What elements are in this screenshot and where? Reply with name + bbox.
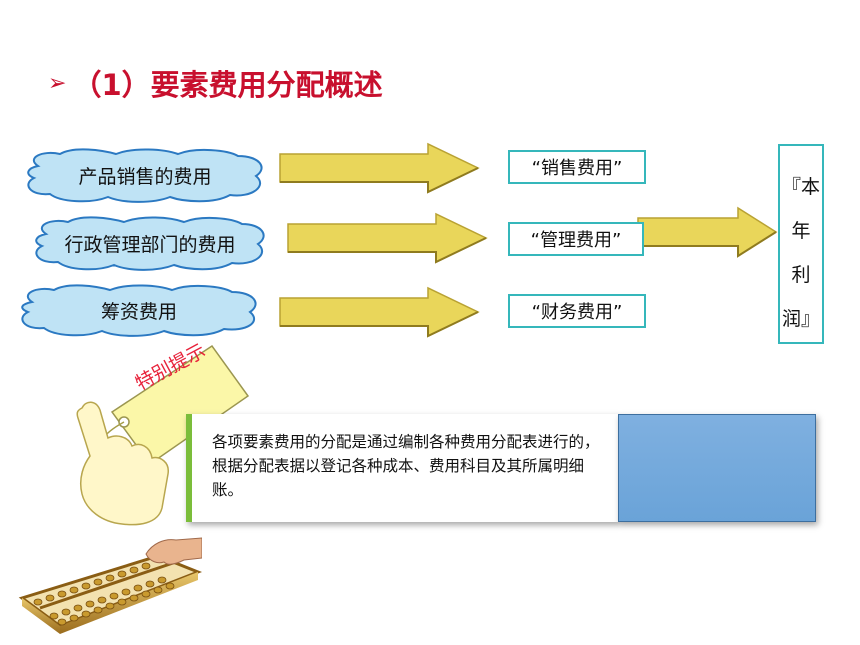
profit-char: 『本 [781,176,820,198]
cloud-icon [21,284,257,337]
arrow-bullet-icon: ➢ [48,70,67,96]
cloud-product-sales: 产品销售的费用 [24,148,266,203]
cloud-financing: 筹资费用 [18,284,260,337]
profit-char: 年 [791,220,811,242]
cloud-icon [35,216,265,271]
expense-box-sales: “销售费用” [508,150,646,184]
abacus-icon [18,537,202,634]
cloud-label: 产品销售的费用 [78,165,212,188]
hand-tag-icon [76,344,250,526]
expense-box-admin: “管理费用” [508,222,644,256]
tip-note-side-panel [618,414,816,522]
tip-note-text: 各项要素费用的分配是通过编制各种费用分配表进行的，根据分配表据以登记各种成本、费… [212,433,600,499]
profit-box: 『本 年 利 润』 [778,144,824,344]
expense-box-finance: “财务费用” [508,294,646,328]
arrow-right-icon [279,286,480,338]
profit-char: 润』 [781,308,820,330]
cloud-label: 行政管理部门的费用 [64,233,236,256]
profit-char: 利 [791,264,811,286]
title-text: （1）要素费用分配概述 [72,68,383,102]
arrow-right-icon [279,142,480,194]
tip-note-box: 各项要素费用的分配是通过编制各种费用分配表进行的，根据分配表据以登记各种成本、费… [186,414,618,522]
cloud-admin-dept: 行政管理部门的费用 [32,216,268,271]
arrow-right-icon [637,206,778,258]
cloud-icon [27,148,263,203]
cloud-label: 筹资费用 [100,300,177,323]
arrow-right-icon [287,212,488,264]
slide-title: ➢ （1）要素费用分配概述 [48,58,383,108]
